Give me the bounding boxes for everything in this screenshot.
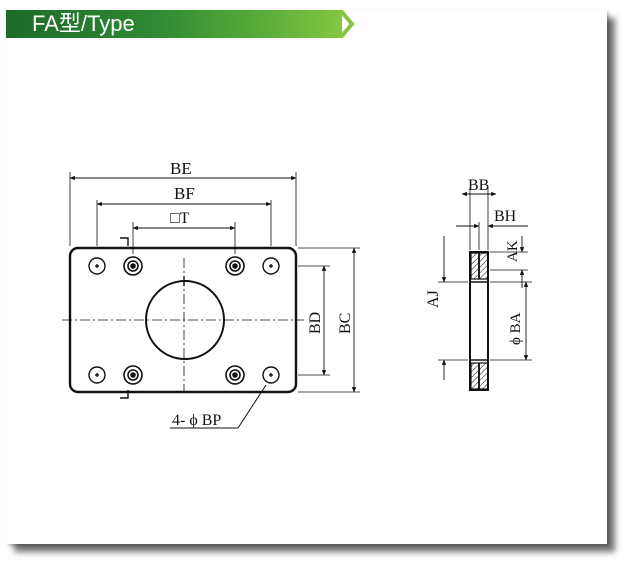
- label-bb: BB: [468, 177, 489, 194]
- content-card: [6, 10, 607, 544]
- label-aj: AJ: [425, 290, 442, 308]
- side-view: [438, 188, 532, 391]
- label-bd: BD: [307, 312, 324, 334]
- bolt-heads: [123, 256, 245, 385]
- label-bf: BF: [174, 184, 195, 203]
- label-ba: ϕ BA: [508, 312, 524, 345]
- label-ak: AK: [505, 240, 521, 262]
- mounting-holes: [88, 257, 280, 384]
- label-bc: BC: [337, 313, 354, 334]
- label-bp: 4- ϕ BP: [172, 412, 221, 429]
- central-bore: [145, 280, 225, 360]
- page-title: FA型/Type: [32, 11, 135, 36]
- header-bar: [6, 10, 342, 38]
- side-plate: [469, 251, 489, 391]
- label-t: □T: [170, 210, 190, 227]
- front-view: [62, 172, 360, 429]
- label-be: BE: [170, 159, 192, 178]
- section-hatch-bottom: [470, 362, 480, 390]
- section-hatch-top: [470, 252, 480, 280]
- chevron-right-icon: [339, 9, 355, 39]
- label-bh: BH: [494, 208, 517, 225]
